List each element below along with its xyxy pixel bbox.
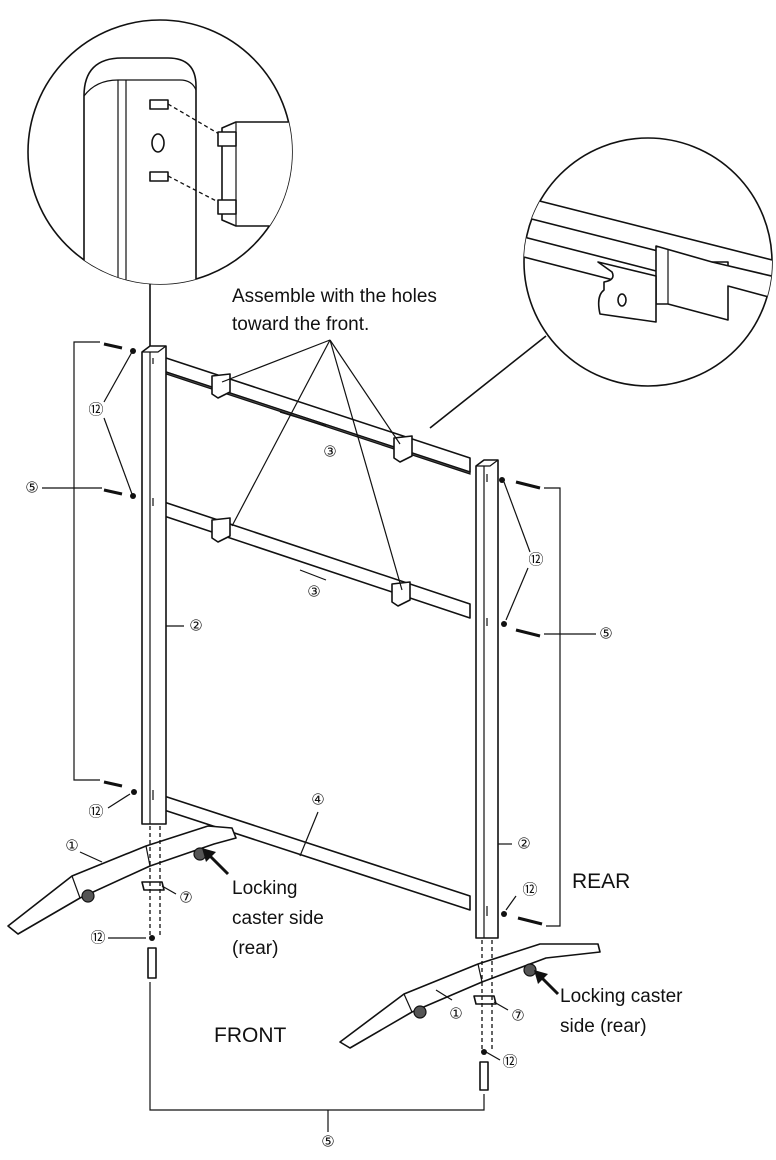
callout-post: ② <box>517 836 530 853</box>
callout-post: ② <box>189 618 202 635</box>
callout-bolt: ⑤ <box>599 626 612 643</box>
note-locking-left: Locking caster side (rear) <box>232 878 324 959</box>
callout-plate: ⑦ <box>511 1008 524 1025</box>
callout-washer: ⑫ <box>88 402 103 419</box>
note-locking-left-line1: Locking <box>232 878 298 899</box>
callout-bolt: ⑤ <box>25 480 38 497</box>
frame-assembly <box>7 345 601 1050</box>
note-locking-right-line1: Locking caster <box>560 986 683 1007</box>
callout-washer: ⑫ <box>528 552 543 569</box>
callout-washer: ⑫ <box>90 930 105 947</box>
label-front: FRONT <box>214 1024 286 1047</box>
note-assemble-line1: Assemble with the holes <box>232 286 437 307</box>
note-locking-right-line2: side (rear) <box>560 1016 647 1037</box>
detail-view-post-top <box>27 19 293 346</box>
callout-numbers: ⑤ ⑤ ⑤ ⑫ ⑫ ⑫ ⑫ ⑫ ⑫ ③ ③ ② ② ④ ① ① ⑦ ⑦ <box>25 402 612 1151</box>
callout-bolt: ⑤ <box>321 1134 334 1151</box>
callout-plate: ⑦ <box>179 890 192 907</box>
callout-base: ① <box>449 1006 462 1023</box>
callout-bottom-bar: ④ <box>311 792 324 809</box>
label-rear: REAR <box>572 870 630 893</box>
detail-view-bracket <box>429 137 773 429</box>
note-locking-right: Locking caster side (rear) <box>560 986 683 1037</box>
callout-washer: ⑫ <box>88 804 103 821</box>
arrow-icon <box>202 848 560 996</box>
note-locking-left-line2: caster side <box>232 908 324 929</box>
note-locking-left-line3: (rear) <box>232 938 278 959</box>
note-assemble: Assemble with the holes toward the front… <box>232 286 437 335</box>
note-assemble-line2: toward the front. <box>232 314 369 335</box>
callout-bracket-bar: ③ <box>323 444 336 461</box>
callout-washer: ⑫ <box>522 882 537 899</box>
leader-lines <box>42 339 596 1132</box>
callout-base: ① <box>65 838 78 855</box>
callout-washer: ⑫ <box>502 1054 517 1071</box>
callout-bracket-bar: ③ <box>307 584 320 601</box>
bolts-and-washers <box>103 342 543 1091</box>
